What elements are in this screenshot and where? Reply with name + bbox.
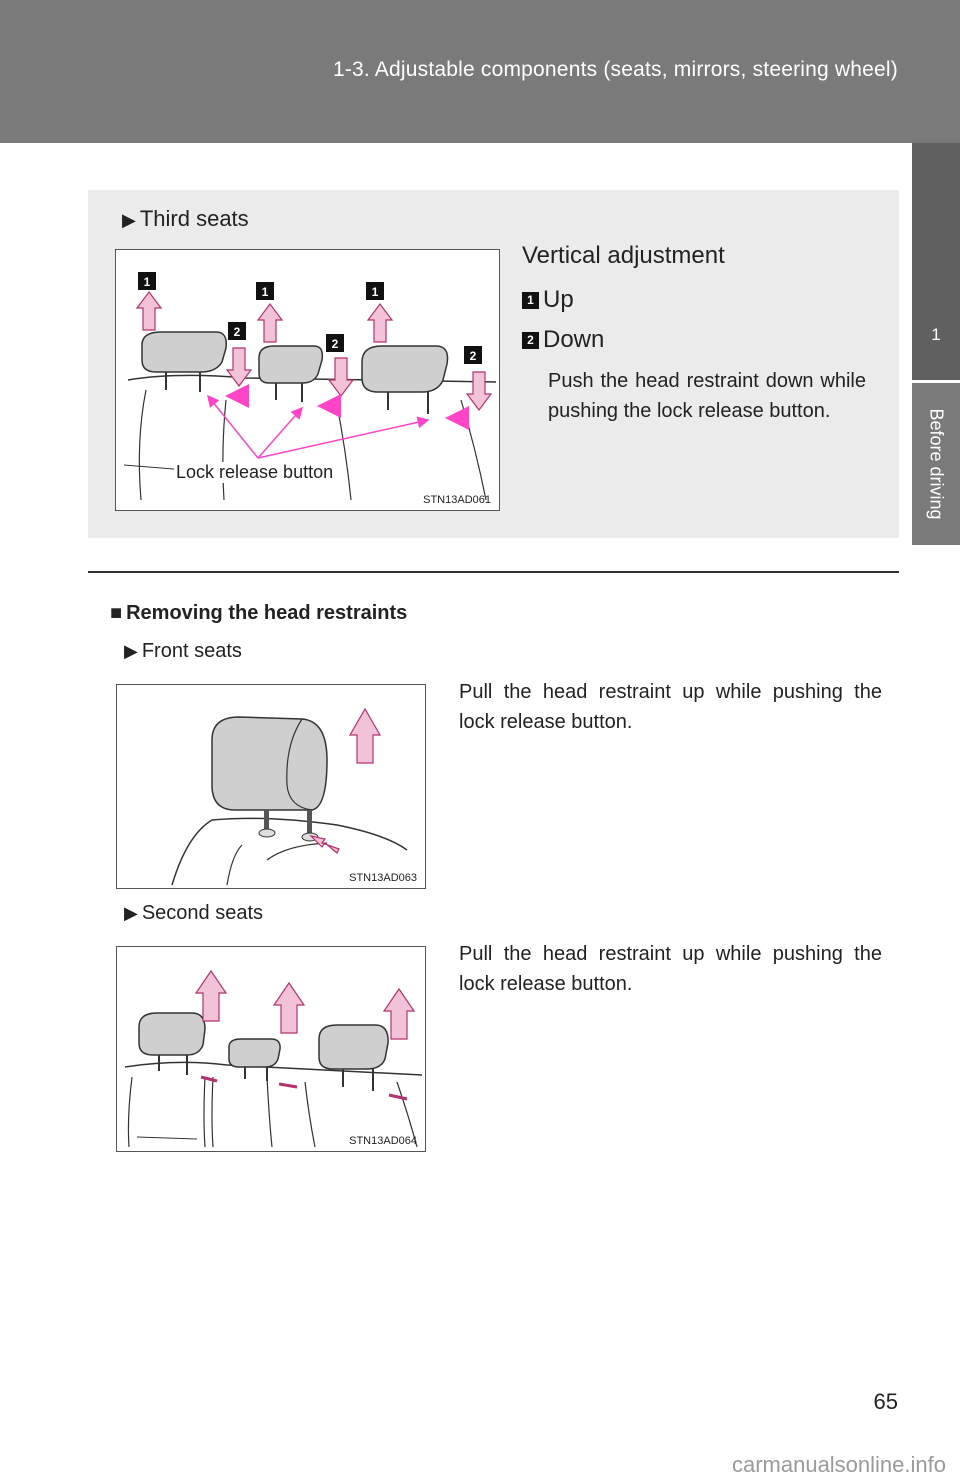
chapter-label: Before driving (926, 408, 947, 520)
watermark: carmanualsonline.info (731, 1452, 946, 1477)
front-seats-heading: ▶Front seats (124, 640, 242, 662)
figure-code: STN13AD061 (423, 494, 491, 506)
third-seats-instruction: Push the head restraint down while pushi… (548, 370, 866, 422)
badge-down-3: 2 (470, 349, 477, 363)
third-seats-figure: 1 1 1 2 2 2 Lock release button STN13AD0… (115, 249, 500, 511)
second-seats-instruction: Pull the head restraint up while pushing… (459, 943, 882, 995)
number-badge: 2 (522, 331, 539, 349)
figure-code: STN13AD064 (349, 1135, 417, 1147)
head-restraint-second-center (228, 1038, 281, 1081)
front-seats-figure: STN13AD063 (116, 684, 426, 889)
removing-heading: ■Removing the head restraints (110, 602, 408, 624)
head-restraint-second-right (318, 1024, 389, 1091)
front-seats-instruction: Pull the head restraint up while pushing… (459, 681, 882, 733)
badge-up-2: 1 (262, 285, 269, 299)
right-triangle-icon: ▶ (122, 210, 136, 230)
third-seats-box: ▶Third seats (88, 190, 899, 538)
second-seats-illustration (124, 969, 423, 1148)
head-restraint-front (211, 716, 328, 842)
second-seats-heading: ▶Second seats (124, 902, 264, 924)
right-triangle-icon: ▶ (124, 641, 138, 661)
figure-code: STN13AD063 (349, 872, 417, 884)
badge-down-1: 2 (234, 325, 241, 339)
lock-release-label: Lock release button (174, 462, 336, 483)
head-restraint-center (258, 345, 324, 402)
side-tab-label: Before driving (912, 383, 960, 545)
chapter-number: 1 (931, 325, 941, 344)
head-restraint-left (141, 331, 228, 392)
square-icon: ■ (110, 602, 123, 624)
badge-up-1: 1 (144, 275, 151, 289)
head-restraint-second-left (138, 1012, 206, 1075)
page-header: 1-3. Adjustable components (seats, mirro… (0, 0, 960, 143)
front-seats-illustration (171, 707, 408, 886)
side-tab-number: 1 (912, 143, 960, 380)
right-triangle-icon: ▶ (124, 903, 138, 923)
chapter-title: 1-3. Adjustable components (seats, mirro… (332, 58, 898, 81)
vertical-adjustment-title: Vertical adjustment (522, 242, 725, 269)
badge-down-2: 2 (332, 337, 339, 351)
head-restraint-right (361, 345, 449, 414)
second-seats-figure: STN13AD064 (116, 946, 426, 1152)
number-badge: 1 (522, 291, 539, 309)
third-seats-illustration: 1 1 1 2 2 2 (123, 272, 497, 501)
section-divider (88, 571, 899, 573)
third-seats-heading: ▶Third seats (122, 206, 249, 231)
badge-up-3: 1 (372, 285, 379, 299)
page-number: 65 (873, 1389, 898, 1414)
